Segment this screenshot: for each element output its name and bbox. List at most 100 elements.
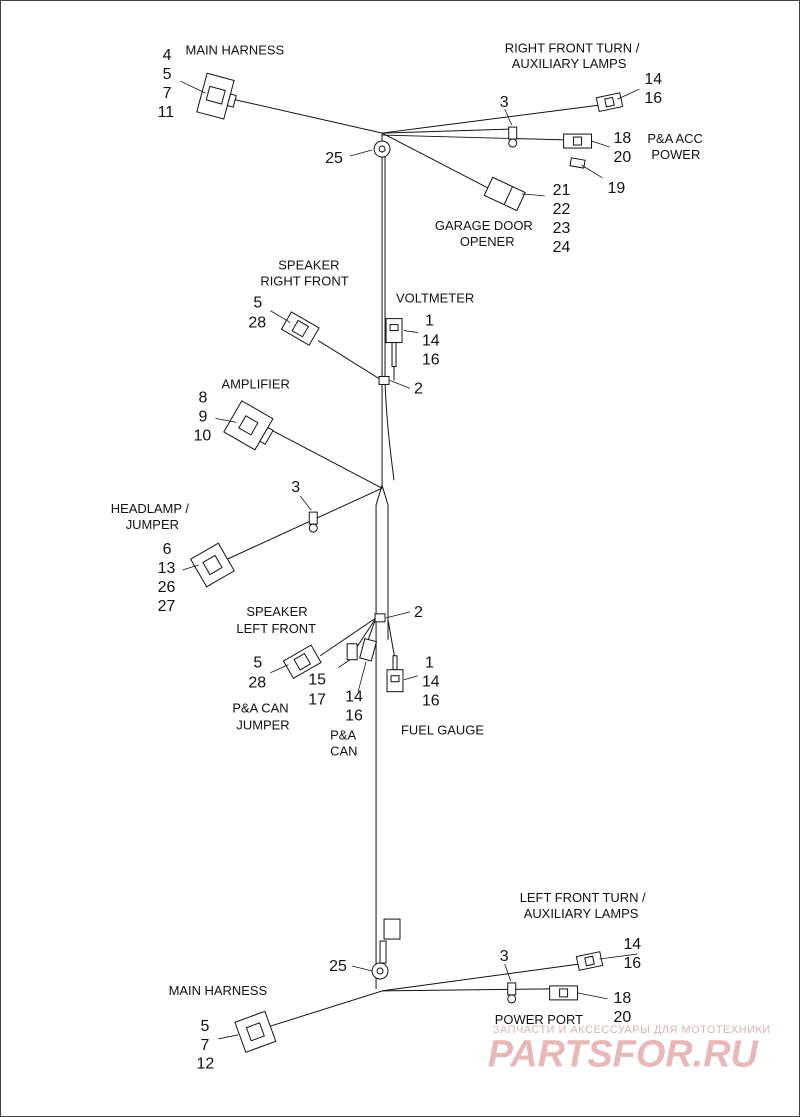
speaker-left-front-connector — [282, 644, 322, 680]
watermark: ЗАПЧАСТИ И АКСЕССУАРЫ ДЛЯ МОТОТЕХНИКИ PA… — [488, 1024, 771, 1076]
callout-num: 1 — [425, 655, 434, 672]
callout-num: 14 — [422, 333, 440, 350]
label-right-front-turn-1: RIGHT FRONT TURN / — [505, 40, 640, 55]
callout-num: 15 — [308, 672, 326, 689]
label-headlamp-1: HEADLAMP / — [111, 501, 190, 516]
callout-num: 10 — [194, 427, 212, 444]
label-pa-can-2: CAN — [330, 744, 357, 759]
label-voltmeter: VOLTMETER — [396, 291, 474, 306]
clip-2-bottom — [374, 613, 386, 623]
callout-numbers: 4 5 7 11 3 14 16 18 20 19 21 22 23 24 25… — [158, 47, 663, 1072]
callout-num: 16 — [644, 90, 662, 107]
callout-num: 19 — [607, 180, 625, 197]
label-speaker-lf-1: SPEAKER — [246, 604, 307, 619]
label-speaker-rf-2: RIGHT FRONT — [260, 274, 348, 289]
label-left-front-turn-2: AUXILIARY LAMPS — [524, 906, 639, 921]
label-headlamp-2: JUMPER — [126, 517, 179, 532]
watermark-tagline: ЗАПЧАСТИ И АКСЕССУАРЫ ДЛЯ МОТОТЕХНИКИ — [493, 1024, 771, 1036]
callout-num: 23 — [553, 220, 571, 237]
amplifier-connector — [223, 400, 274, 451]
callout-num: 20 — [613, 149, 631, 166]
left-front-turn-connector — [575, 951, 604, 971]
callout-num: 18 — [613, 990, 631, 1007]
callout-num: 25 — [325, 150, 343, 167]
pa-can-connector — [359, 637, 378, 662]
main-harness-top-connector — [196, 72, 237, 120]
callout-num: 3 — [500, 948, 509, 965]
label-main-harness-bottom: MAIN HARNESS — [169, 983, 268, 998]
label-garage-2: OPENER — [460, 234, 515, 249]
clip-headlamp — [308, 511, 318, 533]
label-main-harness-top: MAIN HARNESS — [186, 42, 285, 57]
pa-acc-power-connector — [563, 133, 593, 149]
callout-num: 16 — [422, 351, 440, 368]
callout-num: 25 — [329, 958, 347, 975]
label-pa-acc-2: POWER — [651, 147, 700, 162]
label-speaker-lf-2: LEFT FRONT — [236, 621, 316, 636]
item-19-terminal — [569, 157, 586, 169]
harness-wires — [225, 98, 600, 1028]
callout-num: 13 — [158, 560, 176, 577]
callout-num: 24 — [553, 239, 571, 256]
callout-num: 5 — [201, 1018, 210, 1035]
clip-top — [508, 126, 518, 148]
callout-num: 12 — [197, 1056, 215, 1073]
callout-num: 14 — [345, 689, 363, 706]
grommet-top — [373, 140, 391, 158]
callout-leaders — [180, 80, 640, 1040]
grommet-bottom — [371, 962, 389, 980]
callout-num: 3 — [291, 479, 300, 496]
callout-num: 5 — [253, 655, 262, 672]
callout-num: 2 — [414, 604, 423, 621]
callout-num: 7 — [201, 1037, 210, 1054]
callout-num: 28 — [248, 315, 266, 332]
clip-2-top — [378, 375, 390, 385]
label-left-front-turn-1: LEFT FRONT TURN / — [520, 890, 646, 905]
fuel-gauge-connector — [386, 655, 404, 693]
callout-num: 20 — [613, 1009, 631, 1026]
pa-can-jumper-connector — [346, 643, 358, 661]
label-right-front-turn-2: AUXILIARY LAMPS — [512, 56, 627, 71]
callout-num: 5 — [253, 295, 262, 312]
callout-num: 14 — [422, 674, 440, 691]
label-pa-can-jumper-1: P&A CAN — [232, 701, 288, 716]
garage-door-connector — [483, 176, 526, 212]
callout-num: 28 — [248, 675, 266, 692]
callout-num: 18 — [613, 130, 631, 147]
callout-num: 14 — [623, 936, 641, 953]
label-fuel-gauge: FUEL GAUGE — [401, 723, 484, 738]
callout-num: 6 — [163, 541, 172, 558]
callout-num: 11 — [158, 104, 175, 121]
right-front-turn-connector — [595, 92, 624, 113]
callout-num: 16 — [623, 955, 641, 972]
power-port-connector — [549, 985, 579, 1001]
main-harness-bottom-connector — [234, 1010, 277, 1053]
callout-num: 2 — [414, 380, 423, 397]
speaker-right-front-connector — [280, 311, 320, 346]
callout-num: 14 — [644, 71, 662, 88]
callout-num: 1 — [425, 313, 434, 330]
label-garage-1: GARAGE DOOR — [435, 218, 533, 233]
watermark-brand: PARTSFOR.RU — [488, 1034, 760, 1076]
callout-num: 22 — [553, 201, 571, 218]
label-power-port: POWER PORT — [495, 1012, 583, 1027]
callout-num: 21 — [553, 182, 571, 199]
callout-num: 4 — [163, 47, 172, 64]
label-speaker-rf-1: SPEAKER — [278, 258, 339, 273]
callout-num: 17 — [308, 692, 326, 709]
headlamp-connector — [189, 542, 235, 588]
callout-num: 16 — [345, 708, 363, 725]
voltmeter-connector — [385, 318, 403, 367]
harness-label-tag — [379, 918, 401, 964]
label-amplifier: AMPLIFIER — [221, 376, 289, 391]
label-pa-can-1: P&A — [330, 728, 356, 743]
callout-num: 16 — [422, 693, 440, 710]
component-labels: MAIN HARNESS RIGHT FRONT TURN / AUXILIAR… — [111, 40, 703, 1027]
callout-num: 7 — [163, 85, 172, 102]
callout-num: 9 — [199, 408, 208, 425]
callout-num: 27 — [158, 598, 176, 615]
label-pa-acc-1: P&A ACC — [647, 131, 702, 146]
callout-num: 8 — [199, 389, 208, 406]
callout-num: 26 — [158, 579, 176, 596]
